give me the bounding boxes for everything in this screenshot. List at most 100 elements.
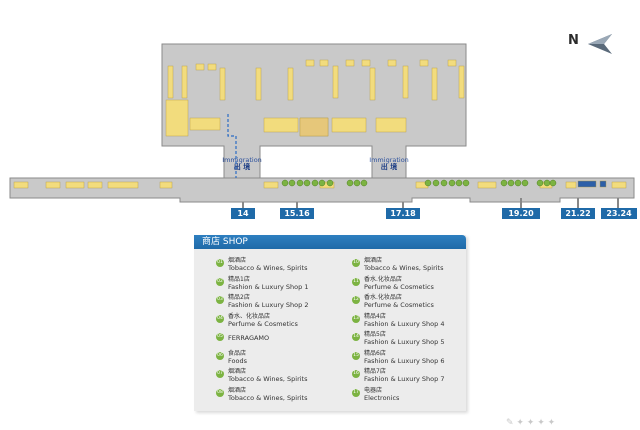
shop-block (611, 181, 627, 189)
shop-block (13, 181, 29, 189)
terminal-map: N Immigration 出 境 Immigration 出 境 14 15.… (9, 33, 637, 219)
shop-number-badge: 13 (352, 314, 360, 323)
shop-block (165, 99, 189, 137)
gate-21-22: 21.22 (561, 208, 595, 219)
shop-marker (549, 179, 557, 187)
shop-block (419, 59, 429, 67)
shop-name-zh: 精品6店 (364, 349, 386, 357)
shop-number-badge: 01 (216, 259, 224, 267)
shop-name-zh: 电器店 (364, 386, 383, 394)
compass-arrow-icon (588, 34, 612, 54)
shop-number-badge: 03 (216, 296, 224, 304)
shop-marker (311, 179, 319, 187)
shop-name-en: Fashion & Luxury Shop 6 (364, 356, 445, 365)
shop-name-zh: 香水.化妆品店 (364, 275, 402, 283)
shop-marker (440, 179, 448, 187)
shop-marker (303, 179, 311, 187)
shop-name-en: Fashion & Luxury Shop 2 (228, 301, 309, 309)
shop-marker (432, 179, 440, 187)
shop-block (299, 117, 329, 137)
shop-block (263, 117, 299, 133)
shop-number-badge: 14 (352, 333, 360, 341)
shop-block (167, 65, 174, 99)
shop-block (431, 67, 438, 101)
shop-marker (507, 179, 515, 187)
shop-number-badge: 16 (352, 370, 360, 378)
shop-block (375, 117, 407, 133)
shop-marker (424, 179, 432, 187)
shop-block (477, 181, 497, 189)
shop-name-zh: 精品2店 (228, 294, 250, 301)
shop-name-zh: 食品店 (228, 349, 247, 357)
shop-name-zh: 烟酒店 (228, 257, 247, 264)
shop-block (345, 59, 355, 67)
shop-block (447, 59, 457, 67)
shop-block (599, 180, 607, 188)
shop-block (361, 59, 371, 67)
gate-15-16: 15.16 (280, 208, 314, 219)
shop-block (189, 117, 221, 131)
shop-block (207, 63, 217, 71)
shop-marker (500, 179, 508, 187)
shop-name-en: Fashion & Luxury Shop 1 (228, 282, 309, 291)
shop-block (458, 65, 465, 99)
shop-name-zh: 烟酒店 (228, 368, 247, 375)
shop-number-badge: 06 (216, 351, 224, 360)
shop-marker (281, 179, 289, 187)
gate-17-18: 17.18 (386, 208, 420, 219)
shop-name-zh: 精品7店 (364, 368, 386, 375)
immigration-label-2: Immigration 出 境 (369, 156, 409, 171)
shop-name-en: Perfume & Cosmetics (364, 301, 434, 309)
shop-number-badge: 08 (216, 388, 224, 397)
shop-name-zh: 烟酒店 (364, 257, 383, 264)
shop-block (107, 181, 139, 189)
shop-name-en: Electronics (364, 393, 400, 402)
shop-block (387, 59, 397, 67)
compass-north-label: N (568, 33, 579, 48)
shop-number-badge: 02 (216, 277, 224, 286)
shop-block (45, 181, 61, 189)
shop-marker (353, 179, 361, 187)
shop-block (87, 181, 103, 189)
shop-marker (536, 179, 544, 187)
shop-marker (318, 179, 326, 187)
gate-23-24: 23.24 (601, 208, 637, 219)
shop-block (159, 181, 173, 189)
shop-name-zh: 精品5店 (364, 331, 386, 338)
shop-number-badge: 04 (216, 314, 224, 323)
gate-14: 14 (231, 208, 255, 219)
watermark: ✎ ✦ ✦ ✦ ✦ (506, 418, 556, 428)
shop-block (332, 65, 339, 99)
shop-block (319, 59, 329, 67)
shop-name-en: Perfume & Cosmetics (228, 319, 298, 328)
shop-name-zh: 烟酒店 (228, 386, 247, 394)
shop-number-badge: 15 (352, 351, 360, 360)
shop-name-en: Tobacco & Wines, Spirits (228, 393, 308, 402)
terminal-floorplan (9, 34, 635, 208)
gate-19-20: 19.20 (502, 208, 540, 219)
shop-block (331, 117, 367, 133)
shop-blocks (13, 59, 627, 189)
shop-number-badge: 10 (352, 259, 360, 267)
shop-name-en: Tobacco & Wines, Spirits (364, 264, 444, 272)
shop-name-en: Tobacco & Wines, Spirits (228, 375, 308, 383)
shop-block (565, 181, 577, 189)
shop-marker (543, 179, 551, 187)
shop-marker (360, 179, 368, 187)
shop-name-en: Fashion & Luxury Shop 4 (364, 319, 445, 328)
main-hall (161, 43, 467, 179)
